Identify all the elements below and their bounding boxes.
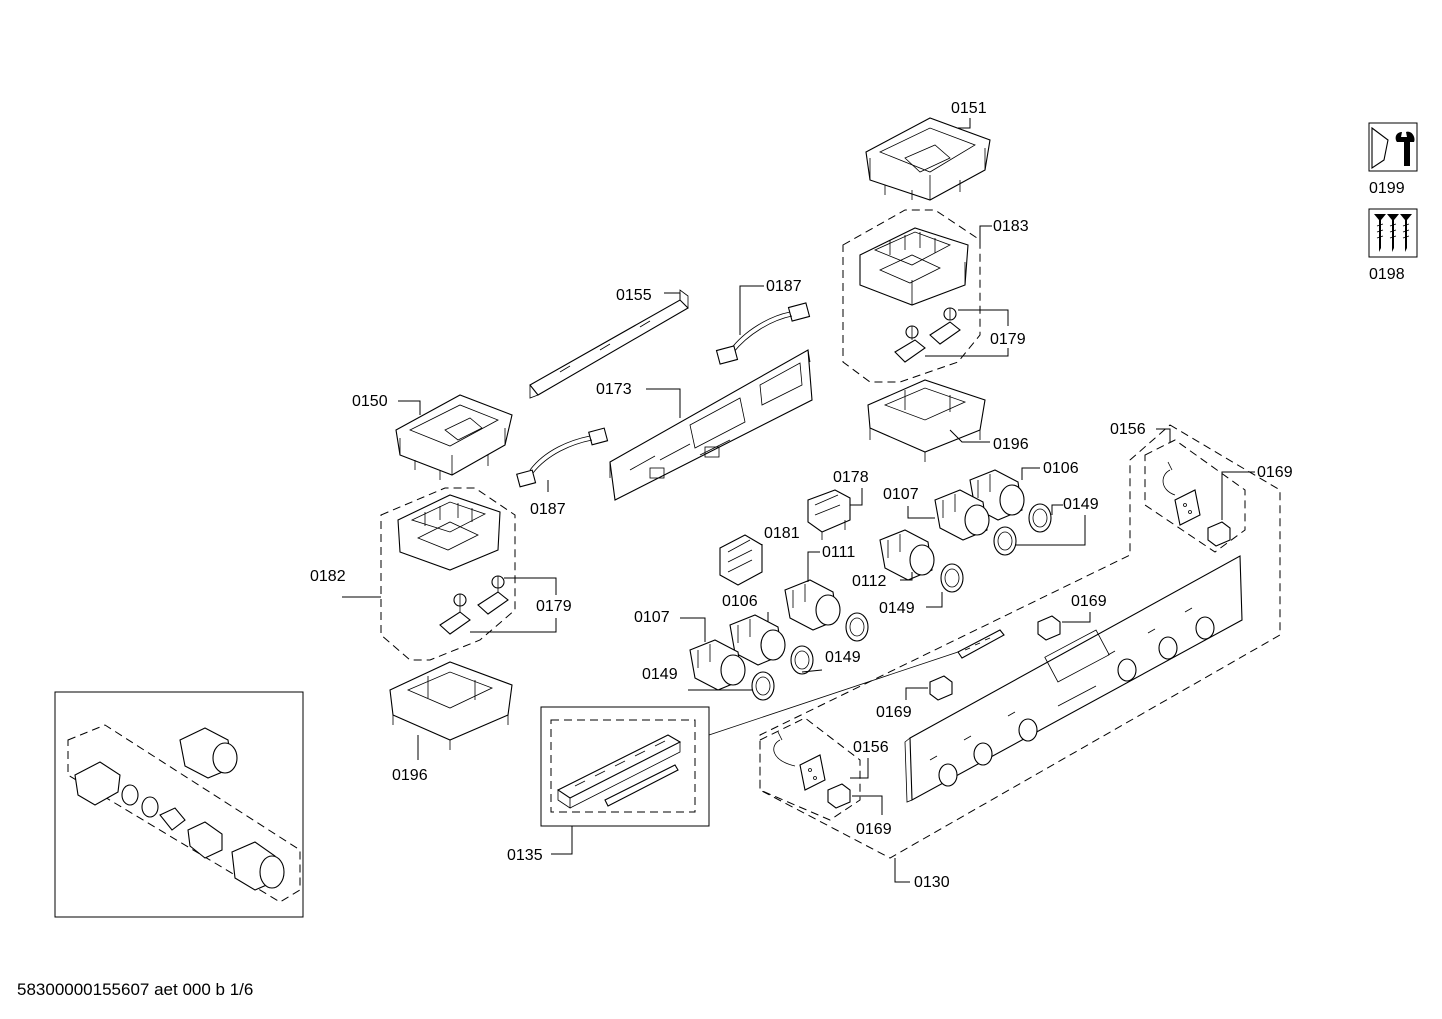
part-0178-bracket[interactable]: [807, 489, 851, 540]
label-0169-b: 0169: [1071, 593, 1107, 610]
label-0149-c: 0149: [825, 649, 861, 666]
label-0199: 0199: [1369, 180, 1405, 197]
part-0187-cable-a[interactable]: [715, 302, 811, 365]
label-0149-b: 0149: [879, 600, 915, 617]
label-0150: 0150: [352, 393, 388, 410]
label-0106-a: 0106: [1043, 460, 1079, 477]
part-0179-potentiometers-b[interactable]: [439, 575, 509, 635]
label-0179-a: 0179: [990, 331, 1026, 348]
part-0196-tray-b[interactable]: [389, 661, 513, 750]
label-0149-d: 0149: [642, 666, 678, 683]
part-0107-switch-a[interactable]: [934, 489, 990, 541]
part-0149-ring-c[interactable]: [940, 563, 964, 593]
inset-detail-box: [54, 691, 304, 918]
part-0149-ring-f[interactable]: [751, 671, 775, 701]
label-0149-a: 0149: [1063, 496, 1099, 513]
part-0106-switch-b[interactable]: [729, 614, 786, 666]
part-0183-switch-block[interactable]: [859, 227, 969, 306]
part-0169-connector-d[interactable]: [827, 783, 851, 809]
part-0182-switch-block[interactable]: [397, 494, 501, 571]
part-0107-switch-b[interactable]: [689, 639, 746, 691]
part-0169-connector-b[interactable]: [1037, 615, 1061, 641]
part-0111-switch[interactable]: [784, 579, 841, 631]
inset-switch-assembly[interactable]: [179, 727, 238, 779]
label-0187-a: 0187: [766, 278, 802, 295]
group-0182-outline: [380, 487, 516, 661]
label-0151: 0151: [951, 100, 987, 117]
label-0196-a: 0196: [993, 436, 1029, 453]
part-0181-bracket[interactable]: [719, 534, 763, 586]
label-0169-d: 0169: [856, 821, 892, 838]
part-0156-board-a[interactable]: [1162, 461, 1201, 526]
part-0173-control-board[interactable]: [609, 349, 813, 501]
part-0187-cable-b[interactable]: [516, 427, 609, 488]
label-0179-b: 0179: [536, 598, 572, 615]
part-0149-ring-b[interactable]: [993, 526, 1017, 556]
label-0183: 0183: [993, 218, 1029, 235]
label-0169-a: 0169: [1257, 464, 1293, 481]
label-0198: 0198: [1369, 266, 1405, 283]
group-0130-outline: [759, 424, 1281, 859]
label-0107-a: 0107: [883, 486, 919, 503]
label-0169-c: 0169: [876, 704, 912, 721]
document-footer-id: 58300000155607 aet 000 b 1/6: [17, 980, 254, 999]
part-0196-tray-a[interactable]: [867, 379, 986, 462]
label-0106-b: 0106: [722, 593, 758, 610]
part-0135-keypad[interactable]: [556, 734, 682, 809]
part-0112-switch[interactable]: [879, 529, 935, 581]
label-0107-b: 0107: [634, 609, 670, 626]
part-0169-connector-a[interactable]: [1207, 521, 1231, 547]
label-0135: 0135: [507, 847, 543, 864]
part-0149-ring-d[interactable]: [845, 612, 869, 642]
part-0149-ring-e[interactable]: [790, 645, 814, 675]
label-0112: 0112: [852, 573, 887, 590]
inset-group-outline: [67, 724, 301, 903]
part-0150-housing[interactable]: [395, 394, 513, 480]
label-0173: 0173: [596, 381, 632, 398]
part-0156-board-b[interactable]: [773, 731, 826, 791]
inset-exploded-parts[interactable]: [74, 761, 285, 891]
label-0111: 0111: [822, 544, 855, 561]
group-0135-outline: [550, 719, 696, 813]
part-0169-connector-c[interactable]: [929, 675, 953, 701]
label-0181: 0181: [764, 525, 800, 542]
label-0156-b: 0156: [853, 739, 889, 756]
part-0135-keypad-small[interactable]: [957, 629, 1005, 659]
group-0183-outline: [842, 209, 981, 383]
part-0130-control-panel[interactable]: [904, 555, 1243, 803]
part-0179-potentiometers-a[interactable]: [894, 307, 961, 363]
part-0149-ring-a[interactable]: [1028, 503, 1052, 533]
group-0156-a-outline: [1144, 439, 1246, 553]
label-0187-b: 0187: [530, 501, 566, 518]
label-0155: 0155: [616, 287, 652, 304]
group-0156-b-outline: [759, 717, 861, 821]
label-0178: 0178: [833, 469, 869, 486]
label-0156-a: 0156: [1110, 421, 1146, 438]
label-0130: 0130: [914, 874, 950, 891]
detail-box-0135: [540, 706, 710, 827]
part-0151-housing[interactable]: [865, 117, 991, 201]
wrench-icon[interactable]: [1368, 122, 1418, 172]
label-0182: 0182: [310, 568, 346, 585]
screws-icon[interactable]: [1368, 208, 1418, 258]
label-0196-b: 0196: [392, 767, 428, 784]
